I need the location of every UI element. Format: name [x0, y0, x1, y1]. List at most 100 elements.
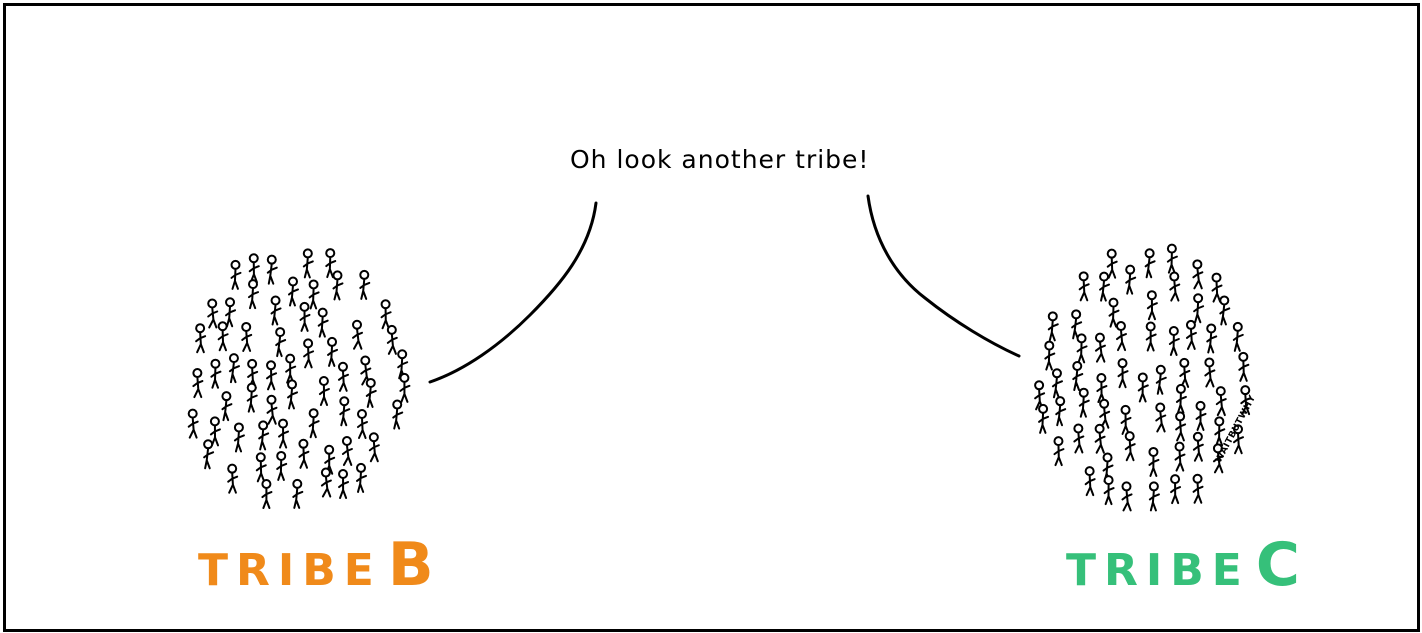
stick-figure	[1175, 411, 1187, 442]
stick-figure	[1232, 321, 1244, 352]
stick-figure	[248, 253, 260, 284]
stick-figure	[1211, 272, 1223, 303]
stick-figure	[278, 418, 290, 449]
stick-figure	[327, 336, 339, 367]
stick-figure	[1053, 436, 1065, 467]
stick-figure	[368, 432, 380, 463]
stick-figure	[298, 438, 310, 469]
stick-figure	[187, 408, 199, 439]
stick-figure	[325, 248, 337, 279]
stick-figure	[1078, 387, 1090, 418]
stick-figure	[1047, 311, 1059, 342]
stick-figure	[230, 259, 242, 290]
stick-figure	[1148, 481, 1160, 512]
stick-figure	[1240, 385, 1252, 416]
stick-figure	[1144, 248, 1156, 279]
stick-figure	[1108, 297, 1120, 328]
stick-figure	[1174, 441, 1186, 472]
stick-figure	[1117, 358, 1129, 389]
stick-figure	[1233, 424, 1245, 455]
stick-figure	[337, 361, 349, 392]
stick-figure	[303, 338, 315, 369]
stick-figure	[207, 298, 219, 329]
stick-figure	[1206, 323, 1218, 354]
stick-figure	[1099, 398, 1111, 429]
tribe-b-crowd	[187, 248, 411, 510]
stick-figure	[1192, 473, 1204, 504]
stick-figure	[1120, 404, 1132, 435]
stick-figure	[210, 358, 222, 389]
stick-figure	[266, 360, 278, 391]
stick-figure	[1214, 416, 1226, 447]
stick-figure	[355, 462, 367, 493]
stick-figure	[266, 254, 278, 285]
stick-figure	[1038, 403, 1050, 434]
stick-figure	[1146, 290, 1158, 321]
stick-figure	[1084, 466, 1096, 497]
stick-figure	[270, 295, 282, 326]
stick-figure	[1124, 431, 1136, 462]
stick-figure	[1137, 372, 1149, 403]
stick-figure	[1103, 475, 1115, 506]
stick-figure	[203, 439, 215, 470]
stick-figure	[241, 321, 253, 352]
stick-figure	[1185, 319, 1197, 350]
stick-figure	[356, 409, 368, 440]
stick-figure	[1166, 243, 1178, 274]
stick-figure	[233, 422, 245, 453]
tribe-c-crowd	[1034, 243, 1252, 512]
stick-figure	[221, 391, 233, 422]
stick-figure	[359, 269, 371, 300]
stick-figure	[228, 353, 240, 384]
stick-figure	[287, 379, 299, 410]
tribe-c-label-word: TRIBE	[1066, 545, 1250, 596]
stick-figure	[386, 324, 398, 355]
stick-figure	[380, 299, 392, 330]
stick-figure	[246, 382, 258, 413]
comic-panel	[3, 3, 1420, 632]
stick-figure	[1193, 293, 1205, 324]
stick-figure	[255, 452, 267, 483]
stick-figure	[1044, 340, 1056, 371]
stick-figure	[192, 368, 204, 399]
stick-figure	[308, 279, 320, 310]
stick-figure	[1051, 368, 1063, 399]
stick-figure	[320, 467, 332, 498]
stick-figure	[287, 276, 299, 307]
stick-figure	[1115, 321, 1127, 352]
stick-figure	[1125, 264, 1137, 295]
stick-figure	[1170, 474, 1182, 505]
stick-figure	[308, 408, 320, 439]
stick-figure	[217, 321, 229, 352]
stick-figure	[317, 307, 329, 338]
stick-figure	[285, 353, 297, 384]
stick-figure	[1168, 325, 1180, 356]
stick-figure	[1179, 357, 1191, 388]
stick-figure	[1192, 431, 1204, 462]
stick-figure	[338, 469, 350, 500]
stick-figure	[1212, 443, 1224, 474]
stick-figure	[1106, 248, 1118, 279]
stick-figure	[341, 436, 353, 467]
stick-figure	[318, 376, 330, 407]
stick-figure	[1219, 295, 1231, 326]
stick-figure	[299, 301, 311, 332]
stick-figure	[1121, 481, 1133, 512]
stick-figure	[1148, 446, 1160, 477]
stick-figure	[339, 396, 351, 427]
stick-figure	[1078, 271, 1090, 302]
stick-figure	[1094, 332, 1106, 363]
stick-figure	[352, 319, 364, 350]
stick-figure	[227, 463, 239, 494]
stick-figure	[276, 450, 288, 481]
stick-figure	[292, 478, 304, 509]
stick-figure	[1099, 271, 1111, 302]
stick-figure	[1215, 386, 1227, 417]
stick-figure	[266, 394, 278, 425]
stick-figure	[365, 377, 377, 408]
stick-figure	[1145, 321, 1157, 352]
stick-figure	[392, 399, 404, 430]
stick-figure	[1238, 351, 1250, 382]
